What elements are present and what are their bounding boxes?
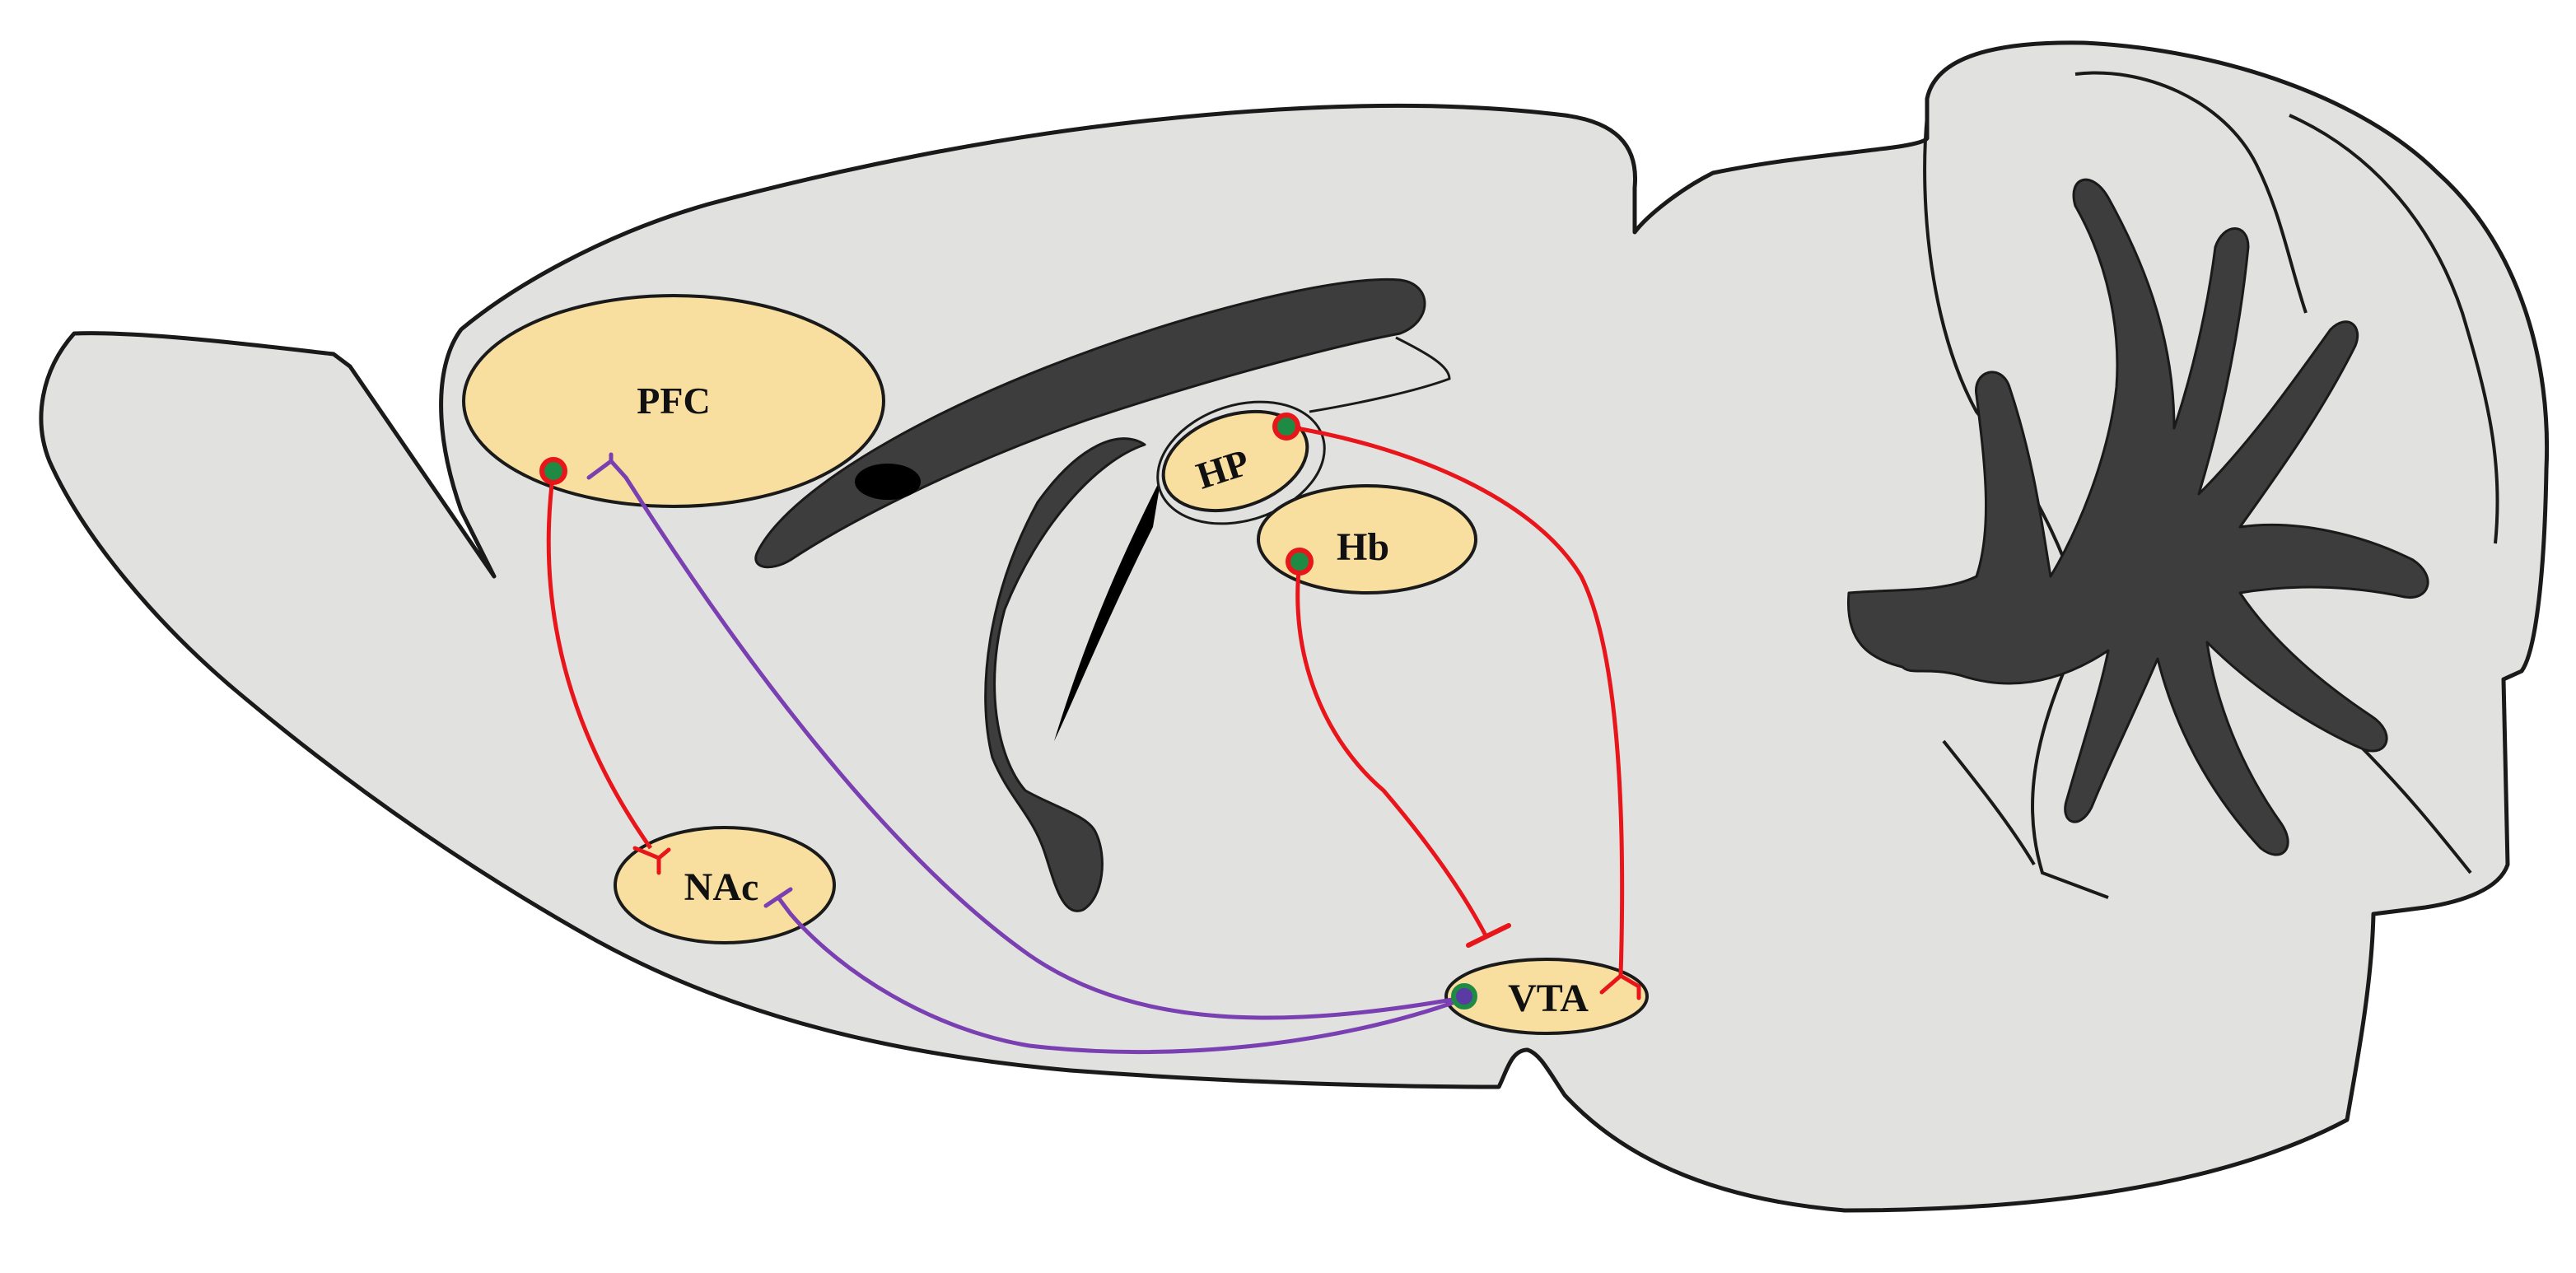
soma-vta: [1451, 983, 1477, 1010]
projection-vta-to-nac-terminal: [763, 887, 793, 916]
projection-pfc-to-nac: [546, 470, 653, 850]
corpus-callosum: [754, 277, 1426, 569]
hippocampal-boundary-line: [1309, 336, 1451, 413]
cerebellum-fold-line: [2289, 114, 2499, 544]
cerebellum-fold-line: [2354, 739, 2472, 874]
projection-vta-to-pfc-terminal: [586, 452, 628, 480]
projection-hp-to-vta-terminal: [1599, 973, 1641, 1000]
soma-hp: [1272, 413, 1300, 441]
soma-hb: [1286, 548, 1314, 576]
projection-vta-to-pfc: [623, 476, 1463, 1020]
region-hb-label: Hb: [1337, 525, 1389, 569]
projection-vta-to-nac: [789, 912, 1463, 1055]
region-pfc-label: PFC: [637, 380, 710, 422]
fornix: [984, 437, 1146, 912]
anterior-commissure: [855, 464, 921, 500]
region-nac-ellipse: [614, 826, 836, 944]
region-pfc-ellipse: [462, 294, 885, 508]
region-nac-label: NAc: [684, 865, 759, 909]
projection-pfc-to-nac-terminal: [632, 846, 671, 875]
region-pfc: PFC: [462, 294, 885, 508]
cerebellum-fold-line: [1923, 114, 2109, 899]
cerebellum-fold-line: [1942, 739, 2036, 866]
projection-hb-to-vta-inhibitory-terminal: [1466, 923, 1511, 948]
region-vta-ellipse: [1444, 958, 1649, 1035]
region-vta-label: VTA: [1508, 977, 1589, 1020]
soma-pfc: [539, 457, 567, 485]
projection-hp-to-vta: [1286, 424, 1625, 977]
projection-hb-to-vta: [1295, 561, 1489, 939]
cerebellum-fold-line: [2074, 71, 2308, 314]
region-nac: NAc: [614, 826, 836, 944]
cerebellum-white-matter: [1846, 178, 2429, 856]
region-hp-ellipse: [1161, 409, 1309, 513]
region-vta: VTA: [1444, 958, 1649, 1035]
region-hb: Hb: [1257, 484, 1477, 595]
fornix-dark-band: [1054, 478, 1161, 741]
